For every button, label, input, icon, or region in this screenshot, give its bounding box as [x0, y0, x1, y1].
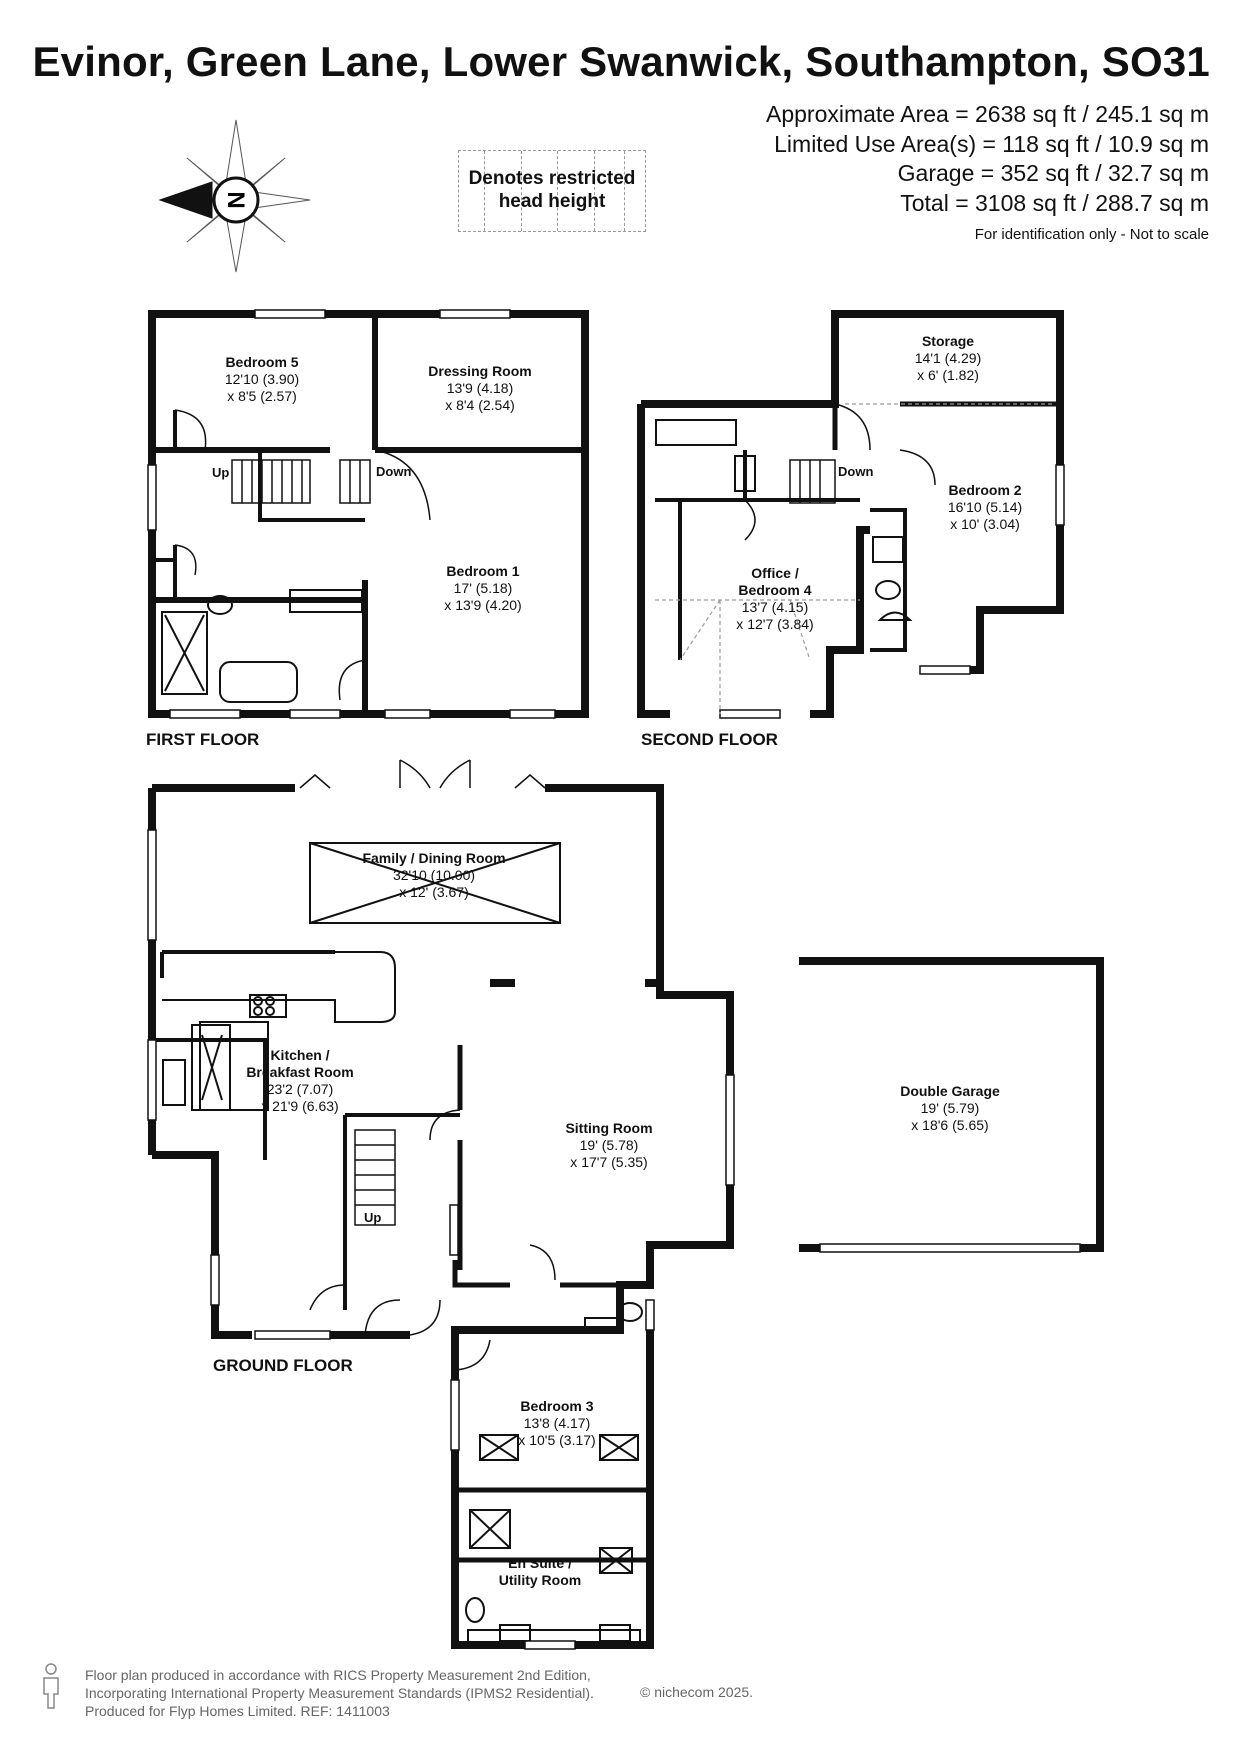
footer-notes: Floor plan produced in accordance with R…: [85, 1667, 594, 1719]
copyright-notice: © nichecom 2025.: [640, 1684, 754, 1700]
stair-label-second-down: Down: [838, 464, 874, 479]
person-silhouette-icon: [43, 1663, 59, 1709]
stair-label-first-down: Down: [376, 464, 412, 479]
stair-label-first-up: Up: [212, 465, 230, 480]
floor-label-second: SECOND FLOOR: [641, 730, 778, 749]
room-label-en-suite-utility-room: En Suite /Utility Room: [498, 1555, 582, 1588]
compass-north-letter: N: [222, 191, 249, 208]
limited-use-area: Limited Use Area(s) = 118 sq ft / 10.9 s…: [774, 130, 1209, 157]
total-area: Total = 3108 sq ft / 288.7 sq m: [900, 189, 1209, 216]
floor-label-ground: GROUND FLOOR: [213, 1356, 353, 1375]
restricted-height-legend-swatch: [458, 150, 646, 232]
page-title: Evinor, Green Lane, Lower Swanwick, Sout…: [32, 38, 1210, 85]
second-floor-outer-wall: [637, 404, 870, 718]
garage-outer-wall: [799, 957, 1104, 1252]
area-summary: Approximate Area = 2638 sq ft / 245.1 sq…: [766, 100, 1209, 218]
ground-floor-outer-wall: [152, 784, 734, 1530]
stair-label-ground-up: Up: [364, 1210, 382, 1225]
restricted-height-zones: [655, 403, 1055, 714]
scale-note: For identification only - Not to scale: [974, 226, 1209, 243]
approximate-area: Approximate Area = 2638 sq ft / 245.1 sq…: [765, 101, 1209, 127]
floor-label-first: FIRST FLOOR: [146, 730, 260, 749]
compass-rose-icon: [158, 119, 311, 273]
garage-area: Garage = 352 sq ft / 32.7 sq m: [897, 160, 1209, 186]
family-room-rooflight: [309, 842, 561, 924]
restricted-height-legend-label: Denotes restricted head height: [468, 168, 636, 212]
